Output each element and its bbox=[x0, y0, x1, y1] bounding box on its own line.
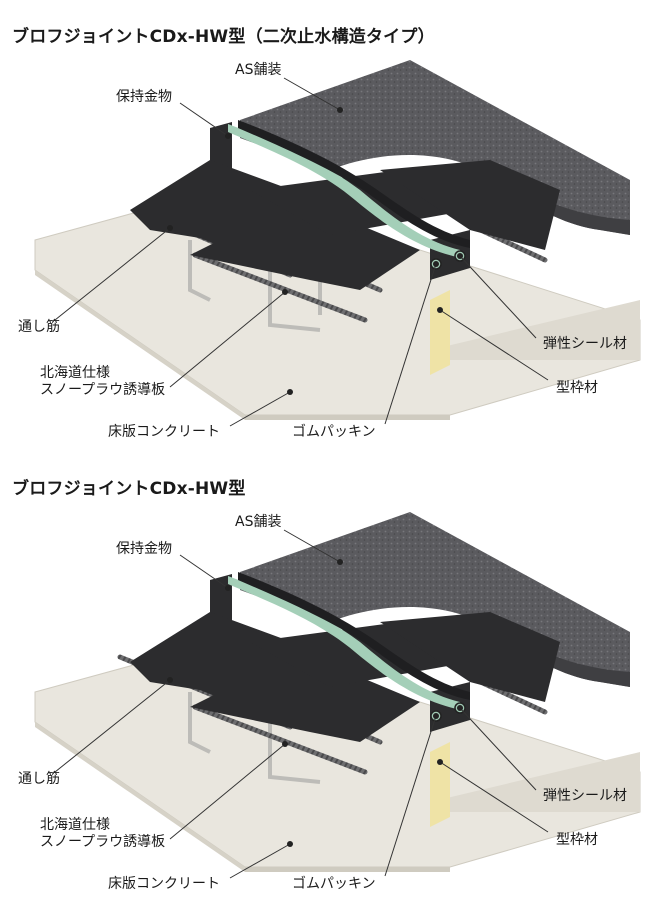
label-holding-metal-2: 保持金物 bbox=[116, 541, 172, 557]
leader-lines bbox=[54, 77, 549, 427]
label-as-paving-1: AS舗装 bbox=[235, 62, 282, 78]
label-elastic-seal-2: 弾性シール材 bbox=[543, 788, 627, 804]
formwork-material bbox=[430, 290, 450, 375]
label-formwork-1: 型枠材 bbox=[556, 380, 598, 396]
slab-concrete bbox=[34, 639, 641, 872]
label-slab-concrete-1: 床版コンクリート bbox=[108, 424, 220, 440]
elastic-seal-strip bbox=[228, 124, 462, 258]
label-holding-metal-1: 保持金物 bbox=[116, 89, 172, 105]
label-elastic-seal-1: 弾性シール材 bbox=[543, 336, 627, 352]
rubber-packing bbox=[430, 702, 466, 722]
label-formwork-2: 型枠材 bbox=[556, 832, 598, 848]
label-snowplow-guide-1: スノープラウ誘導板 bbox=[40, 382, 166, 398]
slab-concrete bbox=[34, 187, 641, 420]
leader-lines bbox=[54, 529, 549, 879]
label-hokkaido-spec-2: 北海道仕様 bbox=[40, 817, 110, 833]
label-hokkaido-spec-1: 北海道仕様 bbox=[40, 365, 110, 381]
joint-diagram-2 bbox=[34, 512, 641, 879]
label-snowplow-guide-2: スノープラウ誘導板 bbox=[40, 834, 166, 850]
holding-metal bbox=[130, 122, 560, 290]
label-through-rebar-1: 通し筋 bbox=[18, 319, 60, 335]
figure1-title: ブロフジョイントCDx-HW型（二次止水構造タイプ） bbox=[12, 27, 435, 47]
label-rubber-packing-1: ゴムパッキン bbox=[292, 424, 376, 440]
label-rubber-packing-2: ゴムパッキン bbox=[292, 876, 376, 892]
joint-diagram-1 bbox=[34, 60, 641, 427]
formwork-material bbox=[430, 742, 450, 827]
label-as-paving-2: AS舗装 bbox=[235, 514, 282, 530]
figure2-title: ブロフジョイントCDx-HW型 bbox=[12, 479, 246, 499]
label-through-rebar-2: 通し筋 bbox=[18, 771, 60, 787]
elastic-seal-strip bbox=[228, 576, 462, 710]
label-slab-concrete-2: 床版コンクリート bbox=[108, 876, 220, 892]
